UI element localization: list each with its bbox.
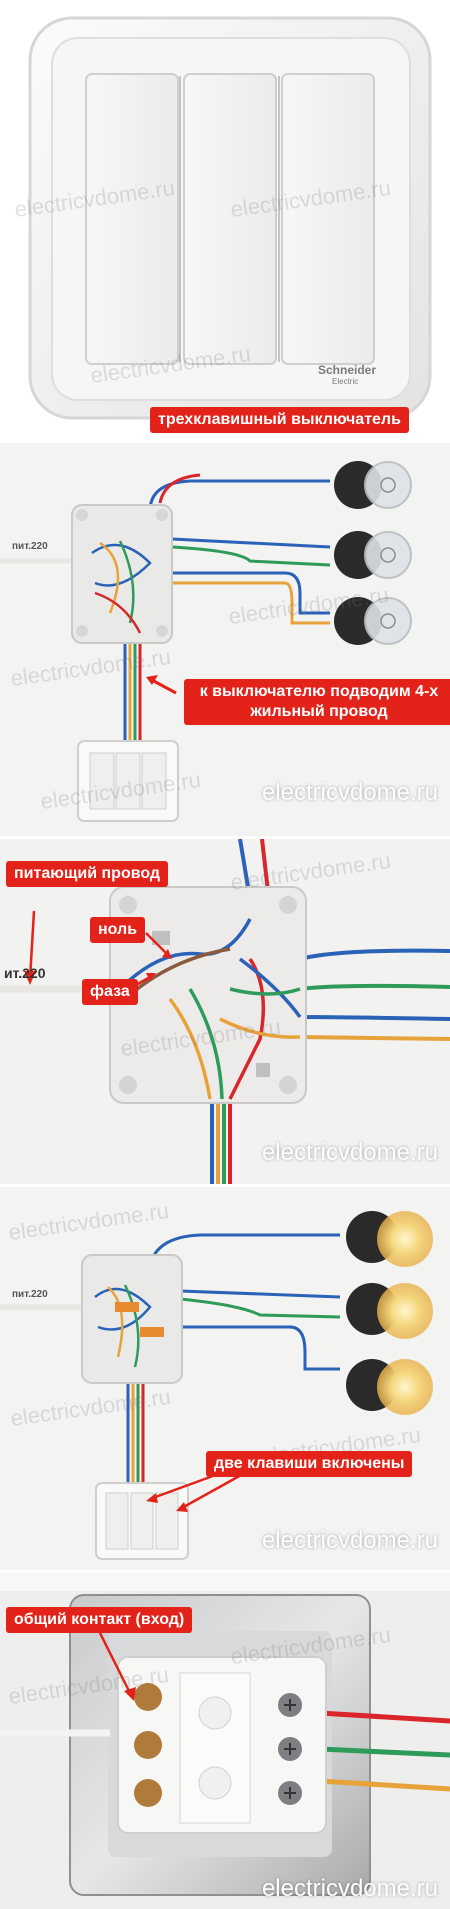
keys-on-label: две клавиши включены — [206, 1451, 413, 1477]
cable-marking: пит.220 — [12, 1289, 48, 1300]
brand-logo: Schneider Electric — [318, 364, 376, 388]
site-watermark: electricvdome.ru — [261, 779, 438, 806]
junction-box-photo — [0, 839, 450, 1184]
lamp-2 — [334, 531, 412, 579]
switch-photo — [0, 0, 450, 440]
divider — [0, 1570, 450, 1573]
arrow — [149, 677, 177, 695]
wire-label: к выключателю подводим 4-х жильный прово… — [184, 679, 450, 725]
site-watermark: electricvdome.ru — [261, 1527, 438, 1554]
junction-box-panel: питающий провод ноль фаза ит.220 electri… — [0, 839, 450, 1184]
switch-key-left — [85, 73, 179, 365]
divider — [0, 440, 450, 443]
arrow — [98, 1632, 132, 1694]
power-wire-label: питающий провод — [6, 861, 169, 887]
common-contact-label: общий контакт (вход) — [6, 1607, 193, 1633]
switch-photo-panel: electricvdome.ru electricvdome.ru electr… — [0, 0, 450, 440]
phase-label: фаза — [82, 979, 138, 1005]
junction-box — [71, 504, 173, 644]
lamp-3 — [334, 597, 412, 645]
arrow — [135, 975, 151, 987]
divider — [0, 836, 450, 839]
junction-box — [81, 1254, 183, 1384]
circuit-overview-panel: пит.220 electricvdome.ru electricvdome.r… — [0, 443, 450, 836]
switch-label: трехклавишный выключатель — [150, 407, 409, 433]
lamp-2-on — [346, 1283, 433, 1339]
divider — [0, 1184, 450, 1187]
lamp-3-on — [346, 1359, 433, 1415]
two-keys-on-photo — [0, 1187, 450, 1570]
two-keys-on-panel: пит.220 electricvdome.ru electricvdome.r… — [0, 1187, 450, 1570]
switch-mechanism-panel: electricvdome.ru electricvdome.ru общий … — [0, 1573, 450, 1909]
lamp-1 — [334, 461, 412, 509]
neutral-label: ноль — [90, 917, 146, 943]
lamp-1-on — [346, 1211, 433, 1267]
switch-key-middle — [183, 73, 277, 365]
site-watermark: electricvdome.ru — [261, 1875, 438, 1902]
arrow — [28, 910, 36, 980]
circuit-overview-photo — [0, 443, 450, 836]
brand-name: Schneider — [318, 363, 377, 377]
site-watermark: electricvdome.ru — [261, 1139, 438, 1166]
arrow — [145, 932, 169, 956]
cable-marking: ит.220 — [4, 965, 46, 981]
brand-sub: Electric — [332, 377, 359, 386]
cable-marking: пит.220 — [12, 541, 48, 552]
switch-key-right — [281, 73, 375, 365]
